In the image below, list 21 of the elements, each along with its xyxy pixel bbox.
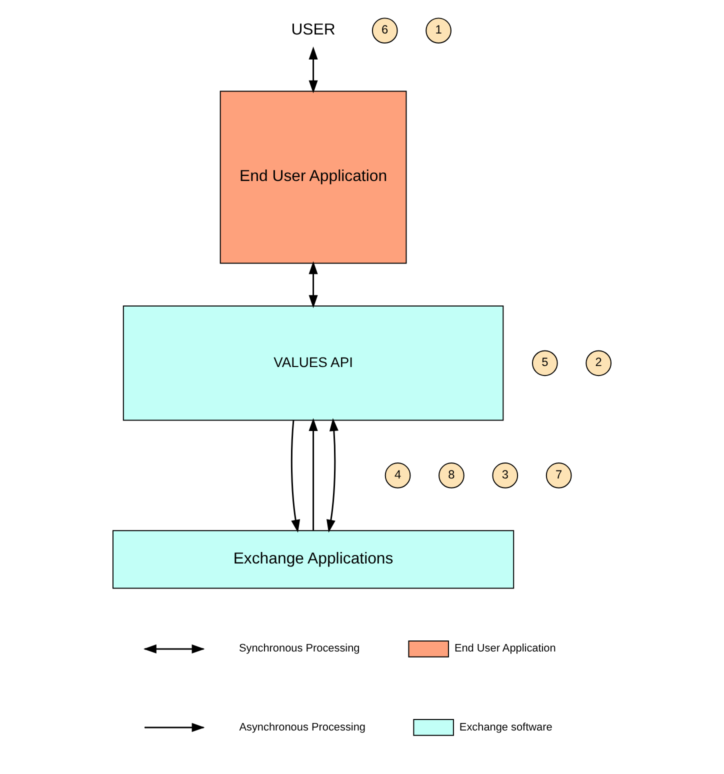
- legend-label: Exchange software: [459, 721, 552, 734]
- legend-label: Asynchronous Processing: [239, 721, 366, 734]
- label: 7: [556, 468, 562, 482]
- arrow: [290, 420, 300, 533]
- label: 5: [542, 355, 548, 370]
- label: 6: [382, 22, 388, 37]
- arrow: [326, 418, 338, 533]
- legend-label: Synchronous Processing: [238, 642, 360, 655]
- arrow: [308, 418, 318, 530]
- node-text: USER: [291, 21, 336, 38]
- label: 1: [435, 22, 442, 37]
- arrow: [308, 46, 318, 94]
- node-box: End User Application: [220, 90, 407, 264]
- node-box: VALUES API: [122, 305, 504, 421]
- legend-label: End User Application: [454, 642, 556, 655]
- node-box: Exchange Applications: [112, 530, 514, 589]
- label: 2: [595, 355, 602, 370]
- label: 3: [502, 468, 508, 482]
- label: 4: [394, 468, 402, 482]
- label: 8: [448, 468, 455, 482]
- arrow: [308, 261, 318, 308]
